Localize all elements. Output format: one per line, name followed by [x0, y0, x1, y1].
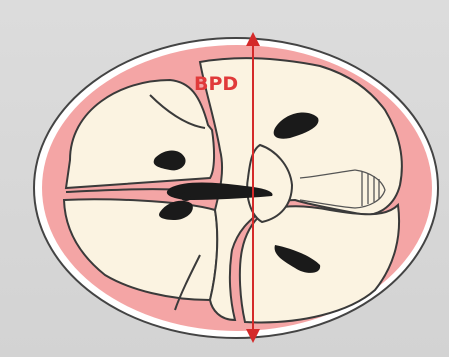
bpd-label: BPD — [194, 73, 238, 95]
cavum-marker-2 — [181, 195, 191, 201]
cavum-marker-1 — [174, 186, 186, 194]
right-posterior-lobe — [240, 205, 399, 322]
